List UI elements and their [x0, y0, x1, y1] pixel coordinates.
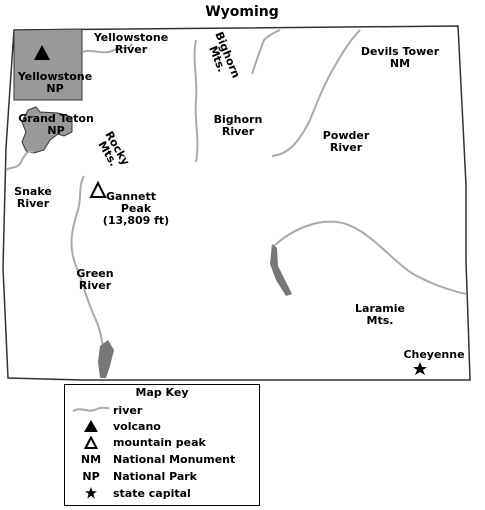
- key-nm-symbol: NM: [80, 452, 102, 466]
- north-platte-river: [271, 220, 467, 295]
- green-river: [70, 175, 105, 377]
- key-row-river: river: [69, 402, 142, 418]
- key-volcano-icon: [69, 420, 113, 432]
- pathfinder-lake: [270, 244, 292, 296]
- key-label-river: river: [113, 403, 143, 417]
- key-label-volcano: volcano: [113, 419, 161, 433]
- key-row-mountain-peak: mountain peak: [69, 434, 206, 450]
- key-label-state-capital: state capital: [113, 486, 191, 500]
- snake-river: [5, 150, 35, 171]
- map-title: Wyoming: [205, 4, 279, 20]
- volcano-icon: [34, 45, 50, 60]
- gannett-peak-label: Gannett Peak (13,809 ft): [102, 190, 170, 227]
- key-mountain-peak-icon: [69, 435, 113, 449]
- flaming-gorge-lake: [98, 340, 114, 378]
- powder-river: [271, 29, 361, 157]
- key-star-icon: [69, 487, 113, 499]
- grand-teton-np-area: [21, 106, 73, 154]
- state-border: [2, 25, 471, 381]
- yellowstone-river: [81, 43, 133, 54]
- key-np-symbol: NP: [82, 469, 100, 483]
- cheyenne-label: Cheyenne: [403, 348, 465, 361]
- river-line-icon: [69, 405, 113, 415]
- yellowstone-np-area: [13, 28, 83, 101]
- key-row-state-capital: state capital: [69, 485, 191, 501]
- key-row-volcano: volcano: [69, 418, 161, 434]
- key-label-national-monument: National Monument: [113, 452, 236, 466]
- key-row-national-park: NP National Park: [69, 468, 197, 484]
- bighorn-river-west: [193, 39, 199, 163]
- bighorn-river-east: [251, 29, 281, 75]
- rivers: [5, 29, 467, 377]
- mountain-peak-icon: [89, 180, 107, 198]
- key-label-national-park: National Park: [113, 469, 197, 483]
- map-key: Map Key river volcano mountain peak NM N…: [64, 384, 260, 506]
- key-row-national-monument: NM National Monument: [69, 451, 235, 467]
- key-label-mountain-peak: mountain peak: [113, 435, 206, 449]
- map-key-title: Map Key: [135, 386, 189, 399]
- star-icon: [413, 362, 427, 375]
